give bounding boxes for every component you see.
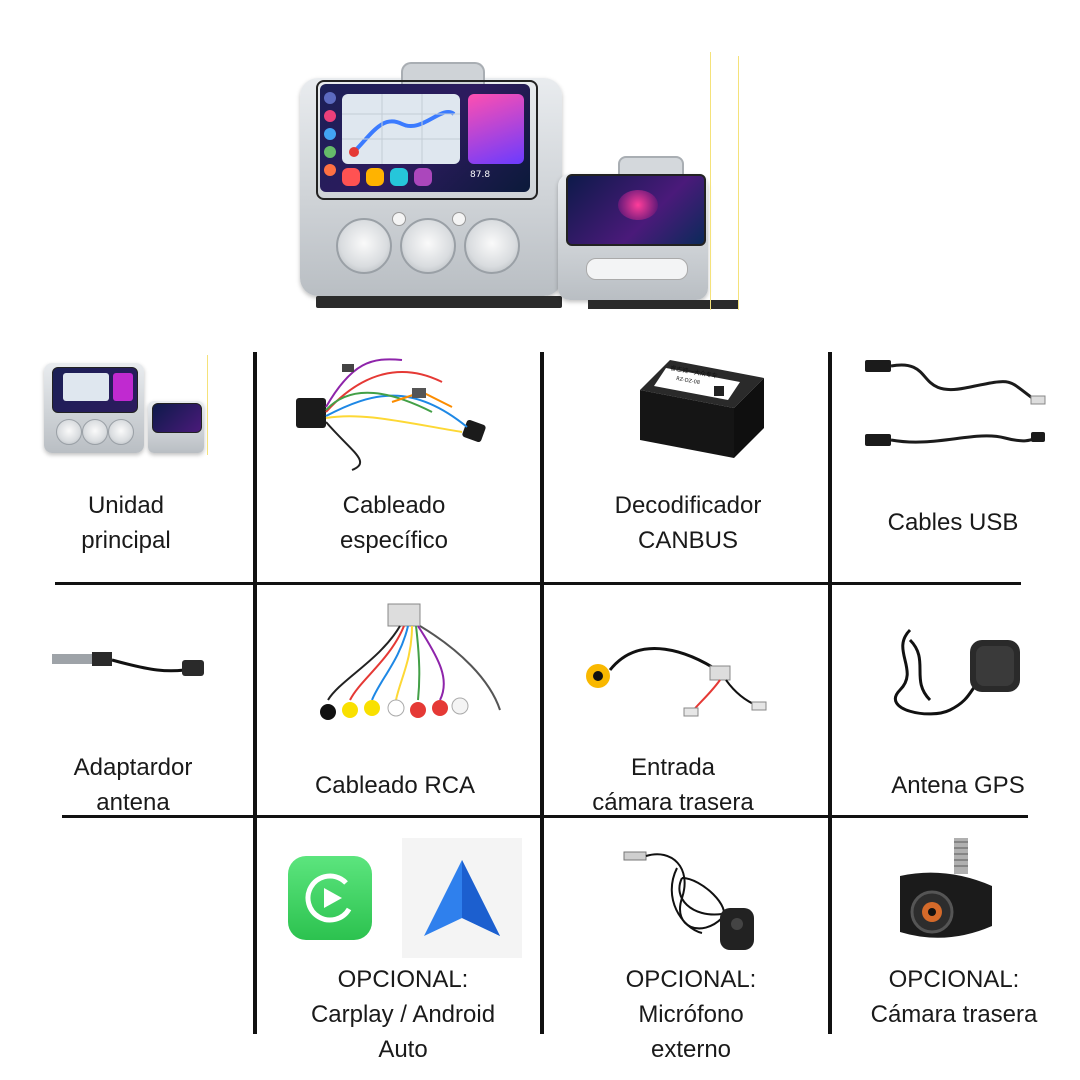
small-knob-1 (392, 212, 406, 226)
main-unit-base (316, 296, 562, 308)
usb-cables-image (855, 338, 1051, 468)
grid-vertical-2 (540, 352, 544, 1034)
secondary-unit-clip (618, 156, 684, 178)
secondary-unit-slot (586, 258, 688, 280)
guide-line-yellow-2 (738, 56, 739, 310)
label-decodificador-canbus: Decodificador CANBUS (614, 492, 762, 554)
secondary-unit-base (588, 300, 738, 309)
label-unidad-principal: Unidad principal (81, 492, 171, 554)
rear-camera-image (890, 836, 1002, 954)
vent-right (464, 218, 520, 274)
main-unit-screen: 87.8 (320, 84, 530, 192)
label-opcional-camara: OPCIONAL: Cámara trasera (870, 966, 1038, 1028)
rca-wiring-image (300, 600, 510, 730)
microphone-image (612, 838, 762, 958)
vent-left (336, 218, 392, 274)
map-widget (342, 94, 460, 164)
android-auto-icon (402, 838, 522, 958)
hero-product-image: 87.8 (296, 52, 746, 314)
radio-frequency: 87.8 (470, 170, 491, 180)
carplay-icon (288, 856, 372, 940)
label-cableado-especifico: Cableado específico (339, 492, 449, 554)
canbus-decoder-image: 睿志诚一大众专车 RZ-DZ-08 (630, 350, 770, 468)
label-cables-usb: Cables USB (887, 509, 1019, 536)
grid-vertical-1 (253, 352, 257, 1034)
app-dock (342, 168, 462, 186)
music-widget (468, 94, 524, 164)
antenna-adapter-image (48, 640, 218, 690)
gps-antenna-image (880, 610, 1030, 740)
label-adaptador-antena: Adaptardor antena (73, 754, 193, 816)
wiring-harness-image (292, 352, 497, 472)
guide-line-yellow (710, 52, 711, 310)
map-route (342, 94, 460, 164)
camera-input-image (580, 632, 775, 722)
label-entrada-camara: Entrada cámara trasera (592, 754, 754, 816)
label-cableado-rca: Cableado RCA (314, 772, 476, 799)
grid-vertical-3 (828, 352, 832, 1034)
secondary-unit-screen (566, 174, 706, 246)
grid-horizontal-2 (62, 815, 1028, 818)
main-unit-top-clip (401, 62, 485, 88)
main-unit-thumbnail (42, 355, 208, 455)
small-knob-2 (452, 212, 466, 226)
side-icons (324, 92, 336, 182)
main-unit-bezel (316, 80, 538, 200)
vent-center (400, 218, 456, 274)
label-opcional-microfono: OPCIONAL: Micrófono externo (625, 966, 757, 1063)
grid-horizontal-1 (55, 582, 1021, 585)
label-opcional-carplay: OPCIONAL: Carplay / Android Auto (310, 966, 496, 1063)
label-antena-gps: Antena GPS (891, 772, 1025, 799)
